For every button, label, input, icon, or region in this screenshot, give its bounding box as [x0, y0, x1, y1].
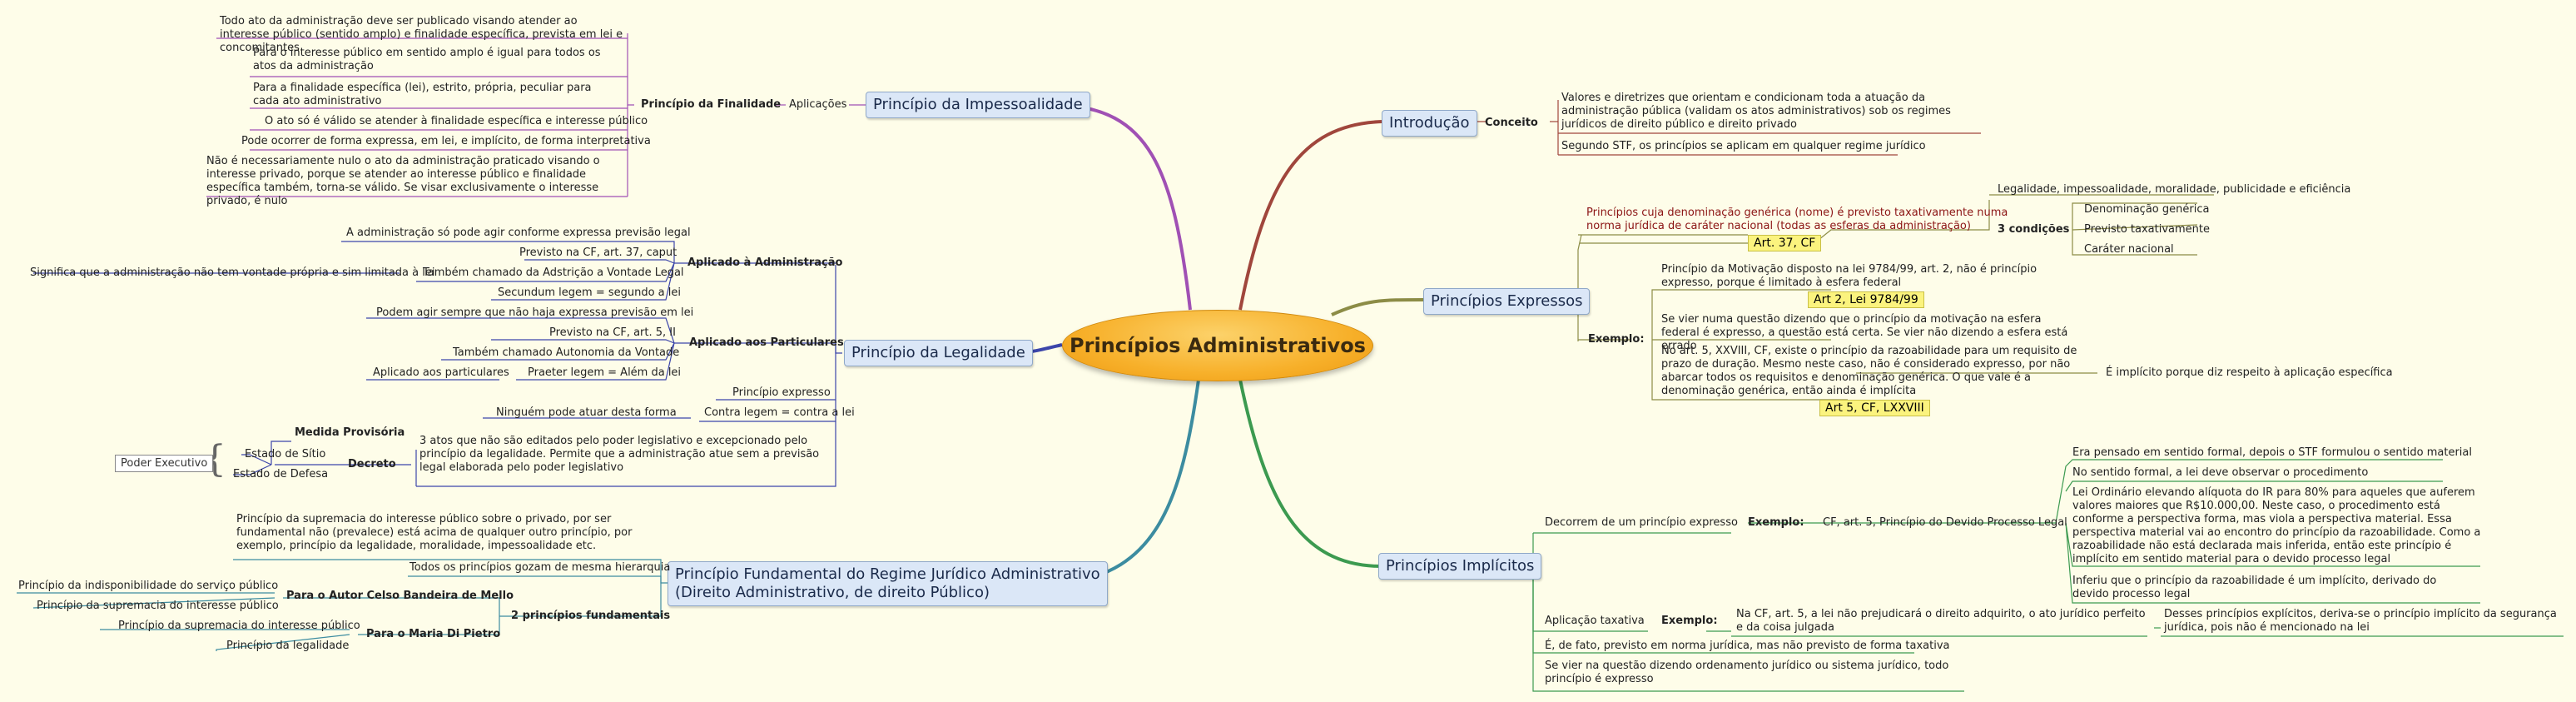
- text-legalidade-b2: Previsto na CF, art. 5, II: [549, 326, 676, 339]
- regime-title-2: (Direito Administrativo, de direito Públ…: [675, 584, 990, 601]
- label-conceito: Conceito: [1485, 117, 1538, 129]
- tag-art-5-cf: Art 5, CF, LXXVIII: [1819, 400, 1930, 416]
- regime-title-1: Princípio Fundamental do Regime Jurídico…: [675, 565, 1100, 583]
- text-exemplo-3: No art. 5, XXVIII, CF, existe o princípi…: [1661, 345, 2077, 397]
- text-exemplo-3-side: É implícito porque diz respeito à aplica…: [2106, 366, 2393, 379]
- central-node[interactable]: Princípios Administrativos: [1062, 310, 1373, 381]
- text-implicitos-p4: Inferiu que o princípio da razoabilidade…: [2072, 575, 2437, 600]
- label-2-principios: 2 princípios fundamentais: [511, 610, 671, 622]
- text-finalidade-4: O ato só é válido se atender à finalidad…: [265, 115, 648, 127]
- label-exemplo-expressos: Exemplo:: [1588, 333, 1645, 346]
- text-legalidade-a3: Também chamado da Adstrição a Vontade Le…: [423, 266, 684, 279]
- text-se-vier: Se vier na questão dizendo ordenamento j…: [1545, 660, 1949, 685]
- branch-impessoalidade: [1058, 103, 1192, 311]
- tag-art-37-cf: Art. 37, CF: [1748, 235, 1822, 251]
- text-maria-1: Princípio da supremacia do interesse púb…: [118, 620, 360, 632]
- node-principio-fundamental[interactable]: Princípio Fundamental do Regime Jurídico…: [668, 561, 1108, 606]
- text-cond-1: Denominação genérica: [2084, 203, 2210, 216]
- label-3-condicoes: 3 condições: [1998, 223, 2070, 236]
- text-exemplo-1: Princípio da Motivação disposto na lei 9…: [1661, 263, 2037, 289]
- node-principio-legalidade[interactable]: Princípio da Legalidade: [844, 340, 1033, 366]
- text-legalidade-b1: Podem agir sempre que não haja expressa …: [376, 306, 694, 319]
- text-legalidade-a2: Previsto na CF, art. 37, caput: [519, 246, 678, 259]
- branch-intro: [1238, 120, 1382, 311]
- text-celso-1: Princípio da indisponibilidade do serviç…: [18, 580, 279, 592]
- text-expressos-definicao: Princípios cuja denominação genérica (no…: [1586, 207, 2008, 232]
- tag-art-2-lei: Art 2, Lei 9784/99: [1808, 291, 1924, 308]
- text-decorrem: Decorrem de um princípio expresso: [1545, 516, 1738, 529]
- branch-expressos: [1331, 298, 1424, 316]
- text-contra-legem: Contra legem = contra a lei: [704, 406, 855, 419]
- text-aplicacao-taxativa: Aplicação taxativa: [1545, 615, 1645, 627]
- text-regime-2: Todos os princípios gozam de mesma hiera…: [409, 561, 671, 574]
- text-implicitos-p1: Era pensado em sentido formal, depois o …: [2072, 446, 2472, 459]
- label-aplicacoes: Aplicações: [789, 98, 847, 111]
- text-finalidade-6: Não é necessariamente nulo o ato da admi…: [206, 155, 600, 207]
- text-limpe: Legalidade, impessoalidade, moralidade, …: [1998, 183, 2351, 196]
- text-tres-atos: 3 atos que não são editados pelo poder l…: [419, 435, 820, 474]
- text-finalidade-2: Para o interesse público em sentido ampl…: [253, 47, 601, 72]
- text-legalidade-b3: Também chamado Autonomia da Vontade: [453, 346, 680, 359]
- node-principios-implicitos[interactable]: Princípios Implícitos: [1378, 553, 1542, 580]
- text-estado-defesa: Estado de Defesa: [233, 468, 329, 480]
- node-principio-impessoalidade[interactable]: Princípio da Impessoalidade: [866, 92, 1090, 118]
- label-celso-bandeira: Para o Autor Celso Bandeira de Mello: [286, 590, 514, 602]
- text-legalidade-a3-left: Significa que a administração não tem vo…: [30, 266, 435, 279]
- node-principios-expressos[interactable]: Princípios Expressos: [1423, 288, 1591, 315]
- text-ninguem: Ninguém pode atuar desta forma: [496, 406, 677, 419]
- label-exemplo-implicitos: Exemplo:: [1748, 516, 1804, 529]
- label-decreto: Decreto: [348, 458, 396, 470]
- text-finalidade-3: Para a finalidade específica (lei), estr…: [253, 82, 592, 107]
- poder-executivo-box[interactable]: Poder Executivo: [115, 455, 214, 472]
- text-exemplo-2: Se vier numa questão dizendo que o princ…: [1661, 313, 2068, 352]
- label-medida-provisoria: Medida Provisória: [295, 426, 405, 439]
- text-legalidade-a4: Secundum legem = segundo a lei: [498, 286, 682, 299]
- text-principio-expresso: Princípio expresso: [732, 386, 831, 399]
- text-conceito-1: Valores e diretrizes que orientam e cond…: [1561, 92, 1951, 131]
- text-legalidade-b4: Praeter legem = Além da lei: [528, 366, 682, 379]
- text-legalidade-b4-left: Aplicado aos particulares: [373, 366, 509, 379]
- node-introducao[interactable]: Introdução: [1382, 110, 1477, 137]
- branch-regime: [1060, 379, 1200, 585]
- label-maria-di-pietro: Para o Maria Di Pietro: [366, 628, 501, 640]
- text-implicitos-p3: Lei Ordinário elevando alíquota do IR pa…: [2072, 486, 2481, 565]
- text-de-fato: É, de fato, previsto em norma jurídica, …: [1545, 640, 1950, 652]
- text-cond-2: Previsto taxativamente: [2084, 223, 2211, 236]
- text-celso-2: Princípio da supremacia do interesse púb…: [37, 600, 279, 612]
- text-conceito-2: Segundo STF, os princípios se aplicam em…: [1561, 140, 1926, 152]
- text-finalidade-5: Pode ocorrer de forma expressa, em lei, …: [241, 135, 651, 147]
- text-devido-processo: CF, art. 5, Princípio do Devido Processo…: [1823, 516, 2067, 529]
- text-regime-1: Princípio da supremacia do interesse púb…: [236, 513, 633, 552]
- text-implicitos-p2: No sentido formal, a lei deve observar o…: [2072, 466, 2369, 479]
- text-maria-2: Princípio da legalidade: [226, 640, 350, 652]
- text-seguranca-juridica: Desses princípios explícitos, deriva-se …: [2164, 608, 2557, 634]
- text-estado-sitio: Estado de Sítio: [245, 448, 326, 461]
- label-aplicado-particulares: Aplicado aos Particulares: [689, 336, 844, 349]
- text-cond-3: Caráter nacional: [2084, 243, 2174, 256]
- label-exemplo-implicitos-2: Exemplo:: [1661, 615, 1718, 627]
- label-aplicado-administracao: Aplicado à Administração: [687, 256, 843, 269]
- branch-implicitos: [1238, 379, 1382, 568]
- text-finalidade-1: Todo ato da administração deve ser publi…: [220, 15, 623, 54]
- text-legalidade-a1: A administração só pode agir conforme ex…: [346, 227, 691, 239]
- text-direito-adquirido: Na CF, art. 5, a lei não prejudicará o d…: [1736, 608, 2146, 634]
- label-principio-finalidade: Princípio da Finalidade: [641, 98, 782, 111]
